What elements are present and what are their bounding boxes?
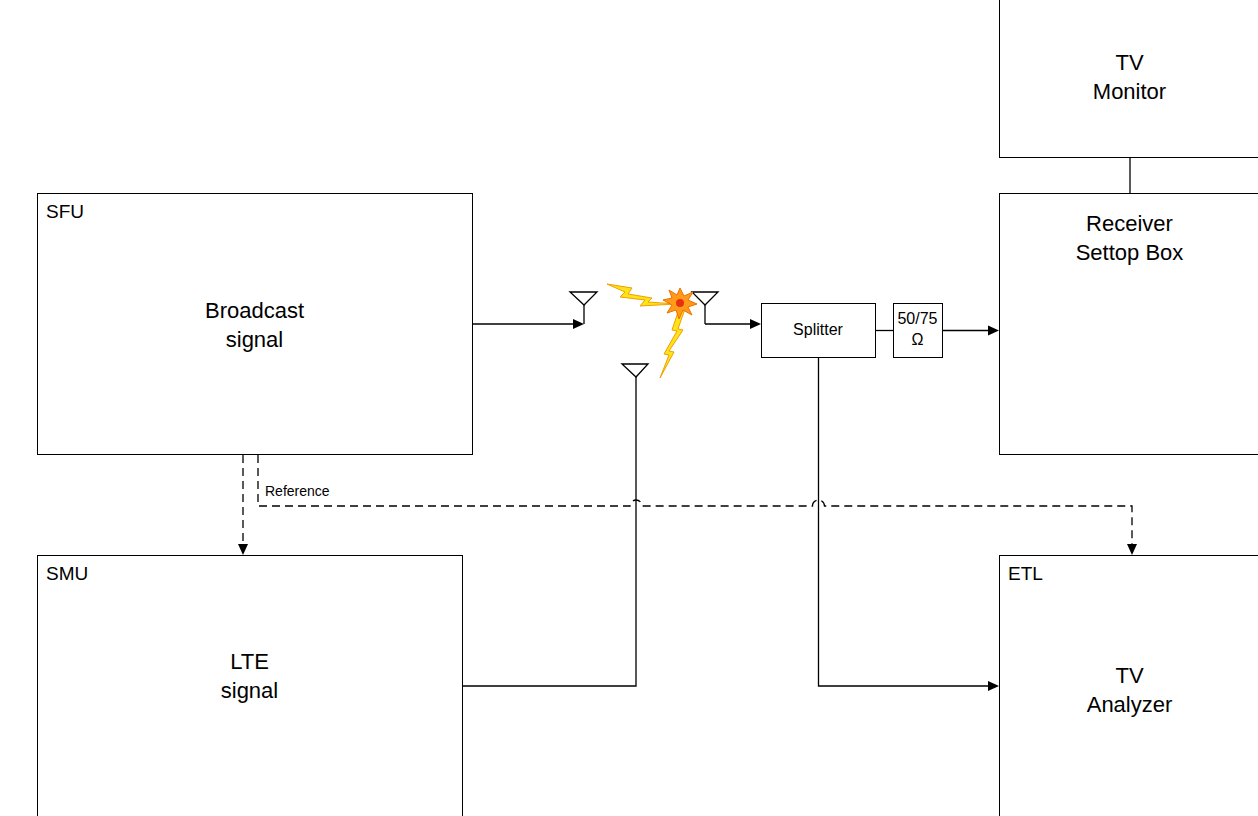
generator-box: SMU LTE signal [37, 555, 463, 816]
receiver-box: Receiver Settop Box [999, 193, 1258, 455]
reference-line [258, 455, 1137, 555]
connector-path [819, 358, 991, 686]
splitter-box: Splitter [761, 303, 876, 358]
feed-wire [705, 323, 751, 324]
generator-box: SFU Broadcast signal [37, 193, 473, 455]
signal-line [876, 330, 893, 331]
signal-line [819, 358, 1000, 691]
signal-line [1130, 158, 1131, 193]
arrow-head [988, 681, 999, 691]
edge-label: Reference [263, 483, 332, 500]
interference-core [676, 299, 684, 307]
analyzer-box: ETL TV Analyzer [999, 555, 1258, 816]
box-heading: SFU [46, 200, 84, 225]
arrow-head [1127, 544, 1137, 555]
box-label: LTE signal [210, 648, 290, 705]
antenna-mast [583, 305, 584, 324]
connector-path [242, 455, 243, 546]
box-label: 50/75 Ω [896, 309, 940, 351]
connector-path [876, 330, 893, 331]
arrow-head [988, 326, 999, 336]
connector-path [943, 330, 990, 331]
lightning-bolt [607, 284, 676, 306]
antenna-mast [704, 305, 705, 324]
antenna-symbol [570, 292, 597, 305]
lightning-bolt [660, 306, 686, 378]
box-label: Receiver Settop Box [1065, 210, 1195, 267]
arrow-head [573, 319, 584, 329]
arrow-head [238, 544, 248, 555]
connector-path [1129, 158, 1130, 193]
reference-line [238, 455, 248, 555]
box-label: Broadcast signal [190, 297, 320, 354]
box-label: TV Analyzer [1080, 662, 1180, 719]
monitor-box: TV Monitor [999, 0, 1258, 158]
antenna-symbol [622, 364, 648, 377]
box-label: Splitter [768, 320, 868, 341]
interference-burst [663, 288, 697, 319]
impedance-pad: 50/75 Ω [893, 303, 943, 358]
arrow-head [750, 319, 761, 329]
signal-line [943, 326, 999, 336]
box-heading: SMU [46, 562, 88, 587]
box-label: TV Monitor [1082, 49, 1177, 106]
box-heading: ETL [1008, 562, 1043, 587]
feed-wire [463, 377, 636, 686]
feed-wire [473, 323, 575, 324]
connector-path [258, 455, 1132, 546]
